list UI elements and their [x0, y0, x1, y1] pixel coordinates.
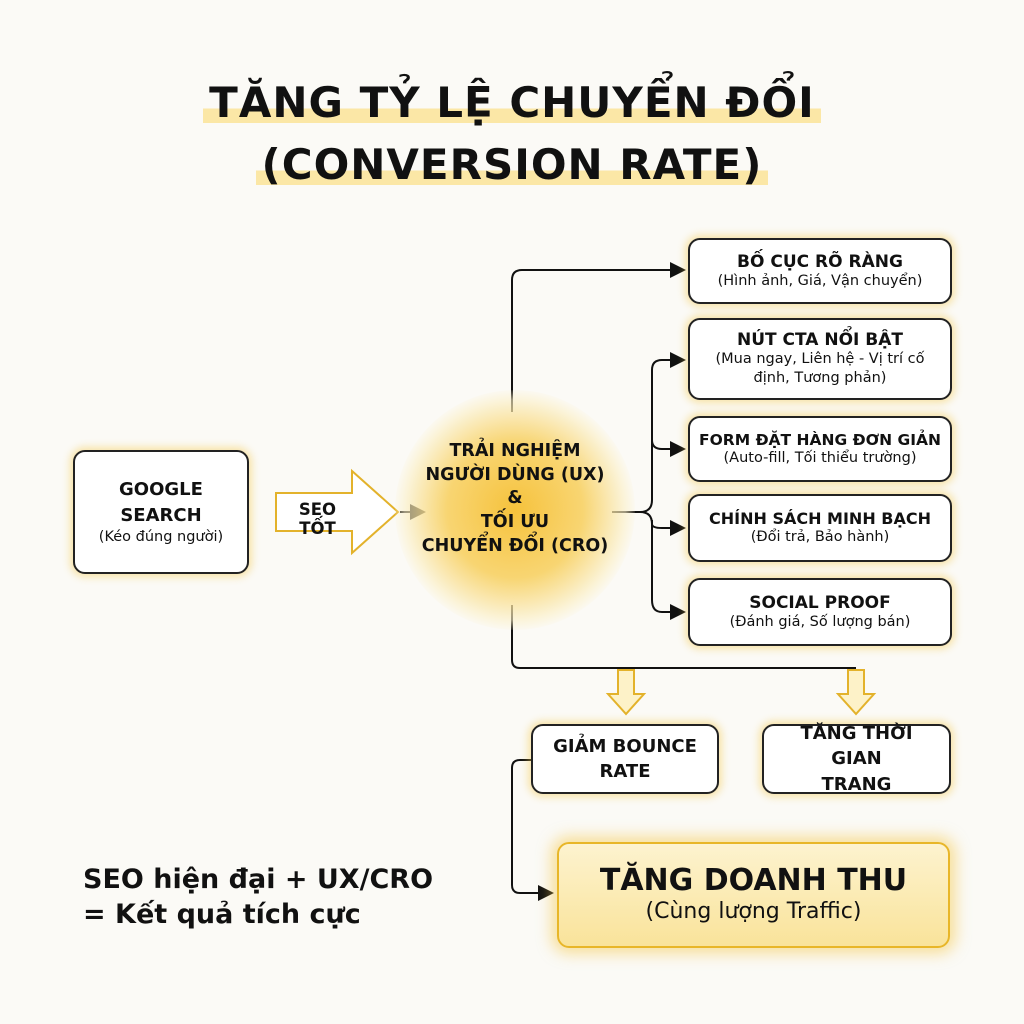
factor-subtitle: (Đổi trả, Bảo hành) — [750, 529, 890, 546]
connector-branch — [612, 352, 686, 513]
center-line: TRẢI NGHIỆM — [449, 441, 581, 461]
title-line2: (CONVERSION RATE) — [0, 140, 1024, 189]
down-arrow-icon — [605, 669, 647, 716]
seo-arrow-label: SEO TỐT — [298, 500, 337, 538]
down-arrow-icon — [835, 669, 877, 716]
center-line: & — [507, 488, 523, 509]
center-glow — [395, 390, 635, 630]
title-line1: TĂNG TỶ LỆ CHUYỂN ĐỔI — [0, 78, 1024, 127]
outcome-subtitle: (Cùng lượng Traffic) — [645, 899, 862, 925]
factor-box: NÚT CTA NỔI BẬT(Mua ngay, Liên hệ - Vị t… — [688, 318, 952, 400]
google-search-box: GOOGLE SEARCH (Kéo đúng người) — [73, 450, 249, 574]
factor-subtitle: (Auto-fill, Tối thiểu trường) — [723, 449, 917, 466]
factor-box: SOCIAL PROOF(Đánh giá, Số lượng bán) — [688, 578, 952, 646]
center-node: TRẢI NGHIỆM NGƯỜI DÙNG (UX) & TỐI ƯU CHU… — [400, 440, 630, 558]
factor-box: BỐ CỤC RÕ RÀNG(Hình ảnh, Giá, Vận chuyển… — [688, 238, 952, 304]
connector-revenue — [511, 759, 554, 901]
result-title: GIẢM BOUNCE RATE — [553, 735, 697, 782]
footer-summary: SEO hiện đại + UX/CRO = Kết quả tích cực — [83, 862, 433, 932]
factor-subtitle: (Mua ngay, Liên hệ - Vị trí cố định, Tươ… — [715, 351, 925, 386]
footer-line: SEO hiện đại + UX/CRO — [83, 864, 434, 895]
factor-title: NÚT CTA NỔI BẬT — [736, 330, 903, 351]
seo-arrow-shape — [275, 468, 400, 556]
result-title: TĂNG THỜI GIAN TRANG — [800, 723, 913, 795]
result-box: GIẢM BOUNCE RATE — [531, 724, 719, 794]
outcome-box: TĂNG DOANH THU (Cùng lượng Traffic) — [557, 842, 950, 948]
center-line: NGƯỜI DÙNG (UX) — [425, 464, 605, 485]
factor-title: FORM ĐẶT HÀNG ĐƠN GIẢN — [699, 430, 941, 449]
outcome-title: TĂNG DOANH THU — [599, 863, 908, 899]
factor-title: CHÍNH SÁCH MINH BẠCH — [709, 509, 931, 529]
factor-box: CHÍNH SÁCH MINH BẠCH(Đổi trả, Bảo hành) — [688, 494, 952, 562]
factor-subtitle: (Đánh giá, Số lượng bán) — [729, 613, 911, 630]
source-subtitle: (Kéo đúng người) — [98, 528, 224, 545]
factor-title: BỐ CỤC RÕ RÀNG — [737, 251, 903, 272]
connector-top — [511, 262, 686, 412]
factor-box: FORM ĐẶT HÀNG ĐƠN GIẢN(Auto-fill, Tối th… — [688, 416, 952, 482]
factor-title: SOCIAL PROOF — [749, 592, 891, 613]
center-line: CHUYỂN ĐỔI (CRO) — [421, 535, 609, 556]
result-box: TĂNG THỜI GIAN TRANG — [762, 723, 951, 795]
connector-bottom — [511, 605, 856, 669]
source-title: GOOGLE SEARCH — [119, 479, 203, 526]
factor-subtitle: (Hình ảnh, Giá, Vận chuyển) — [717, 272, 923, 289]
footer-line: = Kết quả tích cực — [83, 899, 361, 931]
center-line: TỐI ƯU — [480, 511, 550, 532]
